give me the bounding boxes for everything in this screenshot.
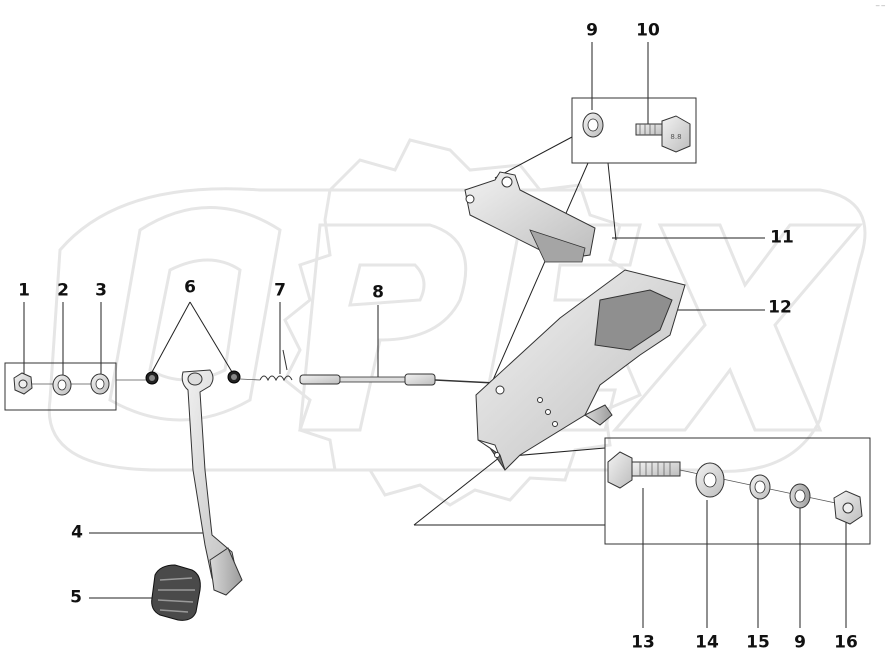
inset-box-bolt-top [571,97,697,164]
watermark-letter-p [298,223,468,432]
callout-label-16: 16 [834,632,858,653]
part-1-nut [13,372,33,395]
callout-label-13: 13 [631,632,655,653]
inset-box-nuts-washers [4,362,117,411]
callout-label-14: 14 [695,632,719,653]
callout-label-5: 5 [70,587,82,608]
callout-label-8: 8 [372,282,384,303]
part-9-washer-top [582,112,604,138]
watermark-gear [283,138,653,507]
part-4-pedal-lever [181,369,243,596]
callout-label-4: 4 [71,522,83,543]
callout-label-10: 10 [636,20,660,41]
part-14-washer [695,462,725,498]
callout-label-2: 2 [57,280,69,301]
watermark-letter-x [611,223,864,432]
callout-label-9-bottom: 9 [794,632,806,653]
inset-box-bolt-bottom [604,437,871,545]
callout-label-7: 7 [274,280,286,301]
part-8-push-rod [299,373,496,386]
callout-label-11: 11 [770,227,794,248]
callout-label-9-top: 9 [586,20,598,41]
part-6-bushings [116,370,241,385]
part-13-bolt [607,451,681,489]
part-2-washer [52,374,72,396]
watermark-letter-o [108,206,282,422]
part-10-bolt: 8.8 [635,115,691,153]
part-15-washer [749,474,771,500]
callout-label-15: 15 [746,632,770,653]
watermark-outer-ring [47,187,867,473]
part-7-spring [239,349,293,382]
callout-label-3: 3 [95,280,107,301]
part-11-upper-bracket [464,171,596,263]
part-12-main-bracket [475,269,686,471]
callout-label-1: 1 [18,280,30,301]
watermark-logo [47,138,867,507]
part-3-spring-washer [90,373,110,395]
svg-text:8.8: 8.8 [670,133,681,141]
corner-mark: ─ ─ [875,3,885,10]
part-9-washer-bottom [789,483,811,509]
callout-label-12: 12 [768,297,792,318]
callout-label-6: 6 [184,277,196,298]
leader-lines [23,42,847,628]
part-5-pedal-pad [151,564,201,621]
part-16-nut [833,490,863,525]
